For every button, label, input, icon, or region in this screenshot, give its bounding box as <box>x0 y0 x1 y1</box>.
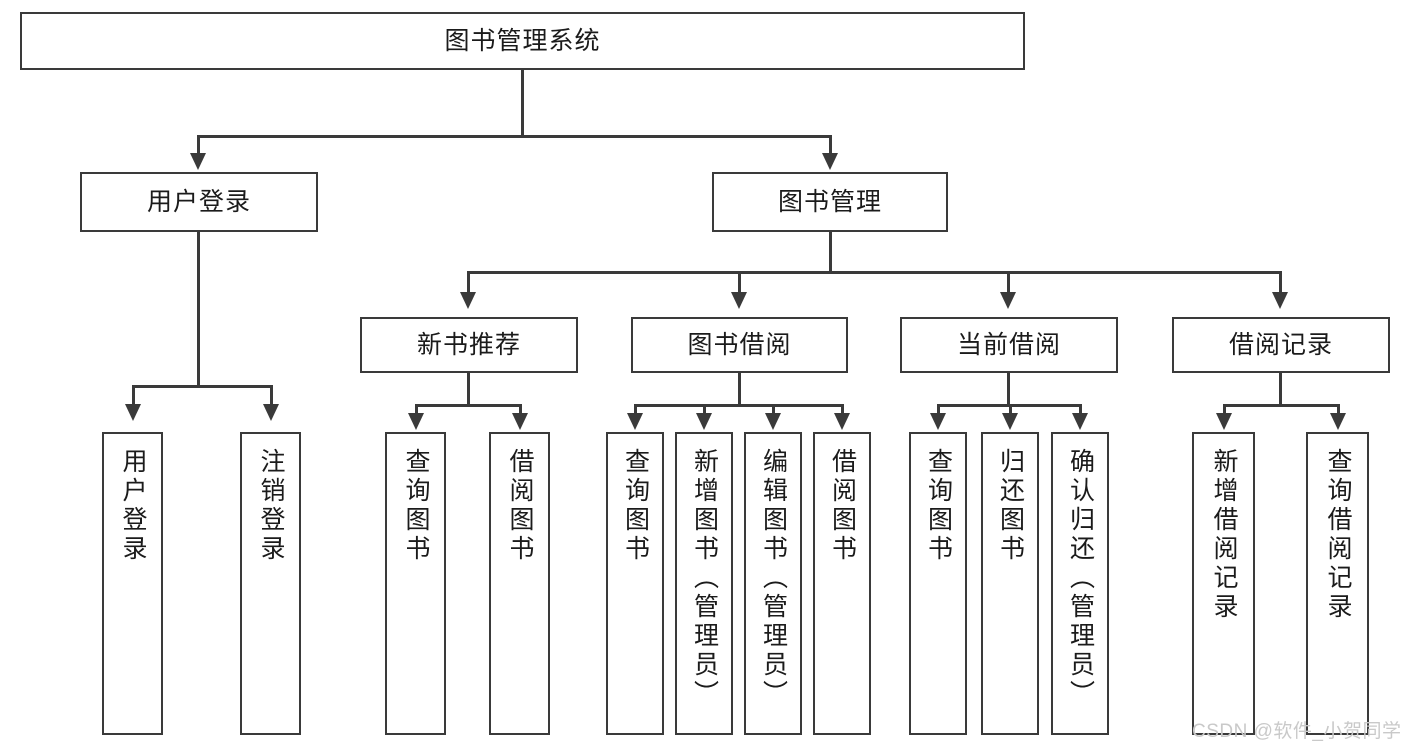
connector-root-stem <box>521 70 524 136</box>
node-new-book-recommend[interactable]: 新书推荐 <box>360 317 578 373</box>
leaf-query-borrow-record[interactable]: 查询借阅记录 <box>1306 432 1369 735</box>
connector-nb-leaf-1 <box>415 404 418 418</box>
connector-bb-leaf-1 <box>634 404 637 418</box>
node-label: 新增图书（管理员） <box>690 448 719 709</box>
node-root-system[interactable]: 图书管理系统 <box>20 12 1025 70</box>
leaf-add-book[interactable]: 新增图书（管理员） <box>675 432 733 735</box>
connector-bb-leaf-3 <box>772 404 775 418</box>
connector-level3-bus <box>467 271 1281 274</box>
node-label: 查询图书 <box>621 448 650 564</box>
arrowhead-book-borrow <box>731 292 747 309</box>
arrowhead-cb-leaf-2 <box>1002 413 1018 430</box>
arrowhead-cb-leaf-1 <box>930 413 946 430</box>
node-label: 注销登录 <box>257 448 285 564</box>
connector-borrow-record-stem <box>1279 373 1282 406</box>
arrowhead-leaf-logout <box>263 404 279 421</box>
connector-cb-leaf-3 <box>1079 404 1082 418</box>
node-label: 确认归还（管理员） <box>1066 448 1095 709</box>
connector-new-book-recommend-bus <box>415 404 521 407</box>
connector-br-leaf-1 <box>1223 404 1226 418</box>
leaf-query-book-1[interactable]: 查询图书 <box>385 432 446 735</box>
connector-bb-leaf-4 <box>841 404 844 418</box>
arrowhead-cb-leaf-3 <box>1072 413 1088 430</box>
node-label: 查询图书 <box>924 448 953 564</box>
arrowhead-br-leaf-1 <box>1216 413 1232 430</box>
connector-book-borrow-stem <box>738 373 741 406</box>
connector-to-book-borrow <box>738 271 741 295</box>
connector-cb-leaf-1 <box>937 404 940 418</box>
connector-bb-leaf-2 <box>703 404 706 418</box>
connector-cb-leaf-2 <box>1009 404 1012 418</box>
node-label: 用户登录 <box>119 448 147 564</box>
arrowhead-new-book-recommend <box>460 292 476 309</box>
node-label: 编辑图书（管理员） <box>759 448 788 709</box>
leaf-edit-book[interactable]: 编辑图书（管理员） <box>744 432 802 735</box>
connector-to-leaf-user-login <box>132 385 135 408</box>
node-label: 图书管理 <box>777 187 882 216</box>
arrowhead-nb-leaf-1 <box>408 413 424 430</box>
connector-br-leaf-2 <box>1337 404 1340 418</box>
node-label: 借阅记录 <box>1228 330 1333 359</box>
connector-level2-bus <box>197 135 831 138</box>
connector-book-management-stem <box>829 232 832 273</box>
node-label: 当前借阅 <box>956 330 1061 359</box>
arrowhead-leaf-user-login <box>125 404 141 421</box>
arrowhead-book-management <box>822 153 838 170</box>
leaf-query-book-2[interactable]: 查询图书 <box>606 432 664 735</box>
node-label: 用户登录 <box>146 187 251 216</box>
arrowhead-user-login <box>190 153 206 170</box>
node-label: 新增借阅记录 <box>1210 448 1238 622</box>
node-label: 查询借阅记录 <box>1324 448 1352 622</box>
connector-to-leaf-logout <box>270 385 273 408</box>
node-label: 图书借阅 <box>687 330 792 359</box>
connector-to-book-management <box>829 135 832 157</box>
leaf-logout-login[interactable]: 注销登录 <box>240 432 301 735</box>
node-label: 借阅图书 <box>828 448 857 564</box>
arrowhead-borrow-record <box>1272 292 1288 309</box>
node-user-login[interactable]: 用户登录 <box>80 172 318 232</box>
leaf-query-book-3[interactable]: 查询图书 <box>909 432 967 735</box>
connector-user-login-bus <box>132 385 270 388</box>
connector-to-borrow-record <box>1279 271 1282 295</box>
connector-user-login-stem <box>197 232 200 387</box>
node-book-borrow[interactable]: 图书借阅 <box>631 317 848 373</box>
connector-to-current-borrow <box>1007 271 1010 295</box>
leaf-borrow-book-2[interactable]: 借阅图书 <box>813 432 871 735</box>
arrowhead-bb-leaf-2 <box>696 413 712 430</box>
node-label: 借阅图书 <box>506 448 534 564</box>
node-borrow-record[interactable]: 借阅记录 <box>1172 317 1390 373</box>
leaf-user-login[interactable]: 用户登录 <box>102 432 163 735</box>
connector-current-borrow-stem <box>1007 373 1010 406</box>
leaf-return-book[interactable]: 归还图书 <box>981 432 1039 735</box>
arrowhead-bb-leaf-1 <box>627 413 643 430</box>
leaf-borrow-book-1[interactable]: 借阅图书 <box>489 432 550 735</box>
connector-new-book-recommend-stem <box>467 373 470 406</box>
arrowhead-bb-leaf-3 <box>765 413 781 430</box>
node-label: 图书管理系统 <box>444 26 601 55</box>
node-label: 归还图书 <box>996 448 1025 564</box>
arrowhead-current-borrow <box>1000 292 1016 309</box>
node-label: 新书推荐 <box>416 330 521 359</box>
leaf-add-borrow-record[interactable]: 新增借阅记录 <box>1192 432 1255 735</box>
arrowhead-br-leaf-2 <box>1330 413 1346 430</box>
connector-to-new-book-recommend <box>467 271 470 295</box>
connector-book-borrow-bus <box>634 404 842 407</box>
csdn-watermark: CSDN @软件_小贺同学 <box>1192 721 1402 742</box>
arrowhead-bb-leaf-4 <box>834 413 850 430</box>
leaf-confirm-return[interactable]: 确认归还（管理员） <box>1051 432 1109 735</box>
connector-to-user-login <box>197 135 200 157</box>
arrowhead-nb-leaf-2 <box>512 413 528 430</box>
connector-nb-leaf-2 <box>519 404 522 418</box>
node-current-borrow[interactable]: 当前借阅 <box>900 317 1118 373</box>
connector-borrow-record-bus <box>1223 404 1339 407</box>
node-label: 查询图书 <box>402 448 430 564</box>
node-book-management[interactable]: 图书管理 <box>712 172 948 232</box>
